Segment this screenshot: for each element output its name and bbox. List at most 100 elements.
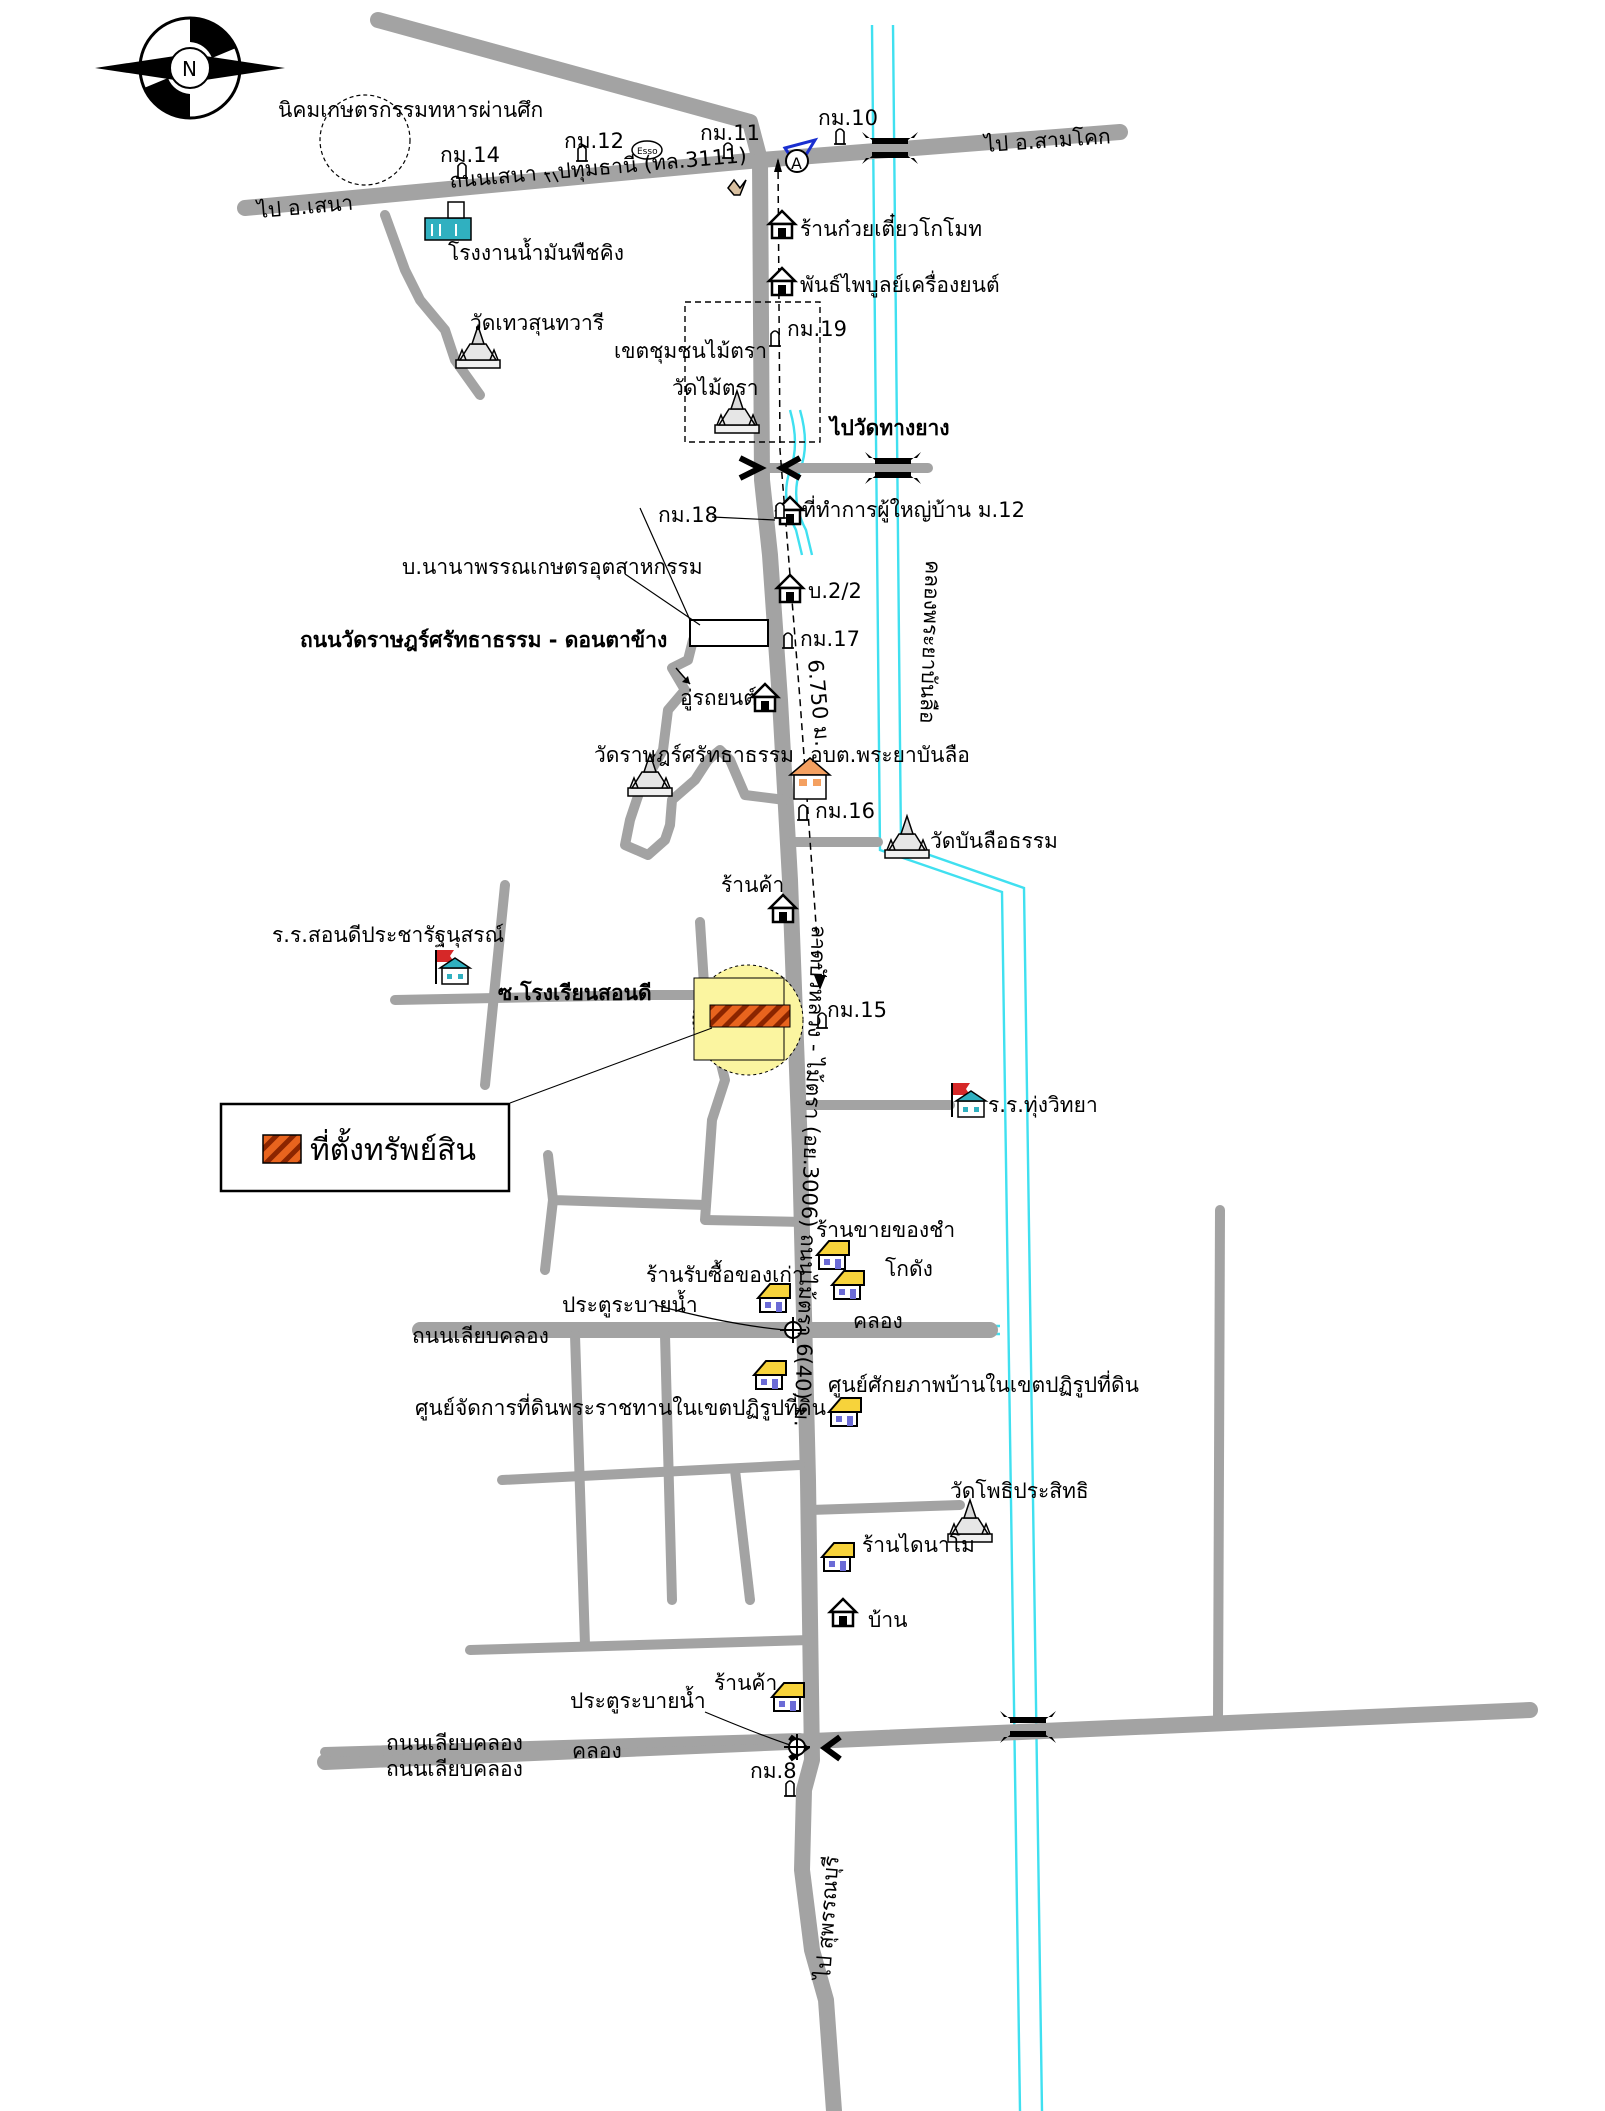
label-canal-phraya-banlue: คลองพระยาบันลือ [915,560,945,724]
road-east-vertical [1213,1205,1225,1725]
label-house-2-2: บ.2/2 [808,579,862,603]
label-mai-tra-zone: เขตชุมชนไม้ตรา [614,339,767,364]
label-sluice: ประตูระบายน้ำ [562,1290,698,1318]
label-canal-road2: ถนนเลียบคลอง [386,1731,523,1755]
road-canal-south-b [320,1733,805,1757]
label-km11: กม.11 [700,121,760,145]
label-house: บ้าน [868,1608,907,1632]
yellow-house-icon [831,1270,865,1300]
label-engine-shop: พันธ์ไพบูลย์เครื่องยนต์ [800,270,1000,298]
fuel-pump-icon [727,178,747,196]
label-land-center: ศูนย์จัดการที่ดินพระราชทานในเขตปฏิรูปที่… [415,1393,826,1421]
label-canal2: คลอง [572,1739,622,1763]
label-wat-ratsattha: วัดราษฎร์ศรัทธาธรรม [594,743,794,767]
compass-north: N [182,57,197,81]
point-a-marker: A [782,137,819,173]
label-nanaphan: บ.นานาพรรณเกษตรอุตสาหกรรม [402,555,703,580]
km-post-icon [833,128,847,145]
label-distance: 6.750 ม. [803,658,835,747]
legend-leader-line [509,1027,713,1104]
label-oil-plant: โรงงานน้ำมันพืชคิง [448,238,624,265]
label-km15: กม.15 [827,998,887,1022]
school-flag-icon [435,949,471,985]
label-dynamo-shop: ร้านไดนาโม [862,1533,975,1557]
house-icon [828,1597,858,1628]
road-grid-h1 [497,1460,805,1485]
km-post-icon [781,632,795,649]
house-icon [767,209,797,240]
label-warehouse: โกดัง [885,1257,933,1281]
yellow-house-icon [816,1240,850,1270]
road-main-maitra [752,152,842,2111]
road-north-spur [370,12,768,168]
label-km16: กม.16 [815,799,875,823]
label-km8: กม.8 [750,1759,797,1783]
canal-network [324,24,1531,2111]
km-post-icon [783,1780,797,1797]
label-canal-road: ถนนเลียบคลอง [412,1324,549,1348]
km-post-icon [773,502,787,519]
road-grid-h2 [465,1635,815,1655]
label-to-sam-khok: ไป อ.สามโคก [982,124,1112,157]
label-km18: กม.18 [658,503,718,527]
yellow-house-icon [821,1542,855,1572]
label-road-wat-ratsattha: ถนนวัดราษฎร์ศรัทธาธรรม - ดอนตาข้าง [300,628,667,652]
factory-icon [424,201,472,241]
nikhom-boundary [319,94,411,186]
house-icon [775,573,805,604]
label-canal-road3: ถนนเลียบคลอง [386,1757,523,1781]
label-km19: กม.19 [787,317,847,341]
house-icon [767,266,797,297]
school-flag-icon [951,1082,987,1118]
label-noodle-shop: ร้านก๋วยเตี๋ยวโกโมท [800,213,982,241]
property-site [692,964,804,1076]
km-post-icon [768,330,782,347]
label-wat-mai-tra: วัดไม้ตรา [672,376,759,400]
road-network [237,12,1538,2111]
road-grid-2 [730,1465,755,1605]
label-shop2: ร้านค้า [714,1671,777,1695]
label-village-head-office: ที่ทำการผู้ใหญ่บ้าน ม.12 [802,495,1025,523]
yellow-house-icon [828,1397,862,1427]
label-km12: กม.12 [564,129,624,153]
label-shop: ร้านค้า [721,873,784,897]
label-wat-thewasuntharawari: วัดเทวสุนทวารี [470,311,604,336]
label-housing-center: ศูนย์ศักยภาพบ้านในเขตปฏิรูปที่ดิน [828,1370,1139,1398]
nanaphan-building [689,619,769,647]
road-canal-south [317,1702,1538,1770]
label-soi-sondi: ซ.โรงเรียนสอนดี [498,980,652,1005]
label-school-thung: ร.ร.ทุ่งวิทยา [988,1093,1098,1118]
yellow-house-icon [757,1283,791,1313]
esso-label: Esso [637,147,658,157]
legend-text: ที่ตั้งทรัพย์สิน [310,1128,476,1168]
yellow-house-icon [753,1360,787,1390]
label-to-wat-thang-yang: ไปวัดทางยาง [828,415,950,440]
label-sluice2: ประตูระบายน้ำ [570,1686,706,1714]
label-to-suphanburi: ไป สุพรรณบุรี [811,1855,845,1982]
label-garage: อู่รถยนต์ [680,686,757,711]
road-wat-pho [805,1500,965,1515]
km-post-icon [796,804,810,821]
label-canal: คลอง [853,1309,903,1333]
road-west-loop [540,1150,710,1275]
point-a-label: A [791,154,802,173]
label-scrap-shop: ร้านรับซื้อของเก่า [646,1260,804,1287]
gas-station-icon: Esso [631,140,663,160]
label-wat-pho: วัดโพธิประสิทธิ [950,1479,1089,1503]
label-grocery: ร้านขายของชำ [816,1218,955,1242]
label-km14: กม.14 [440,143,500,167]
road-wat-ratsattha [620,635,790,860]
label-to-sena: ไป อ.เสนา [254,191,354,223]
temple-icon [884,815,930,859]
compass-icon: N [95,16,285,120]
label-nikhom: นิคมเกษตรกรรมทหารผ่านศึก [278,98,543,122]
label-school-sondi: ร.ร.สอนดีประชารัฐนุสรณ์ [272,923,504,948]
road-canal-west-b [570,1330,590,1650]
distance-arrow [777,159,821,986]
label-obt-office: อบต.พระยาบันลือ [810,743,970,767]
label-wat-banlue: วัดบันลือธรรม [930,829,1058,853]
legend-swatch [262,1134,302,1164]
label-km17: กม.17 [800,627,860,651]
label-km10: กม.10 [818,106,878,130]
